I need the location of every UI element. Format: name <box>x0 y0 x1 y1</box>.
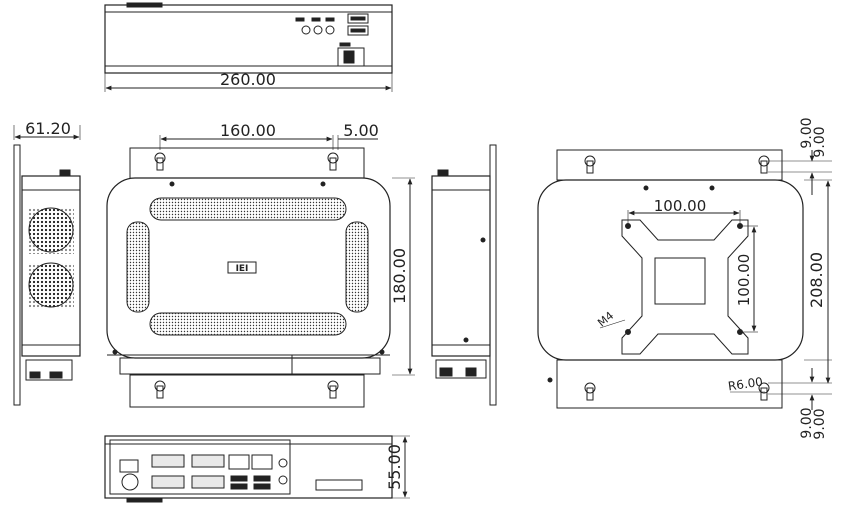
dim-vesa-vertical: 100.00 <box>735 254 753 307</box>
dim-bottom-height: 55.00 <box>385 444 404 490</box>
io-panel-view: 55.00 <box>104 435 410 503</box>
usb-ports <box>347 13 369 36</box>
dim-offset-bottom-b: 9.00 <box>812 408 828 439</box>
vesa-bracket <box>621 219 749 355</box>
led-indicators <box>295 17 335 35</box>
right-side-view <box>431 144 497 406</box>
dim-offset-bottom-a: 9.00 <box>799 407 815 438</box>
power-switch <box>337 42 365 67</box>
rear-view: 100.00 100.00 M4 R6.00 9.00 9.00 208.00 … <box>537 117 832 440</box>
top-view: 260.00 <box>104 2 393 92</box>
dim-mount-offset: 5.00 <box>343 121 379 140</box>
left-side-view: 61.20 <box>13 119 81 406</box>
dim-front-height: 180.00 <box>390 248 409 304</box>
front-view: 160.00 5.00 IEI 180.00 <box>106 121 415 408</box>
logo-text: IEI <box>236 264 249 274</box>
radius-label: R6.00 <box>727 375 764 394</box>
dim-offset-top-a: 9.00 <box>799 117 815 148</box>
dim-overall-height: 208.00 <box>807 252 826 308</box>
dim-top-width: 260.00 <box>220 70 276 89</box>
dim-vesa-horizontal: 100.00 <box>654 197 707 215</box>
dim-offset-top-b: 9.00 <box>812 126 828 157</box>
io-ports <box>119 454 363 491</box>
keyhole-slots <box>154 152 339 399</box>
fan-grille <box>28 207 74 309</box>
dim-side-depth: 61.20 <box>25 119 71 138</box>
vent-panels <box>126 197 369 336</box>
dim-mount-spacing: 160.00 <box>220 121 276 140</box>
